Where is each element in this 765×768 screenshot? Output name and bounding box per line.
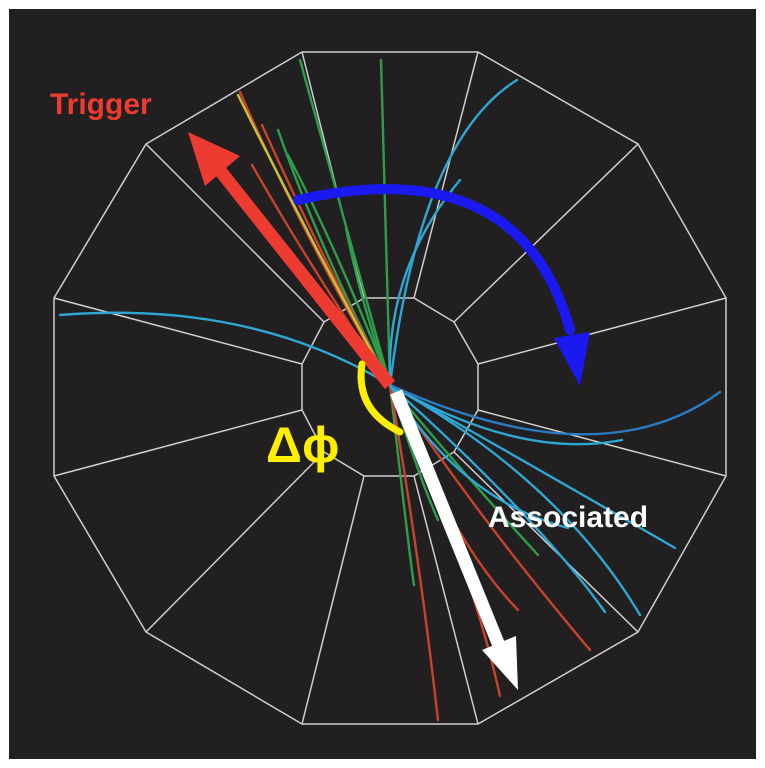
track	[388, 383, 642, 617]
associated-arrow	[389, 389, 518, 690]
track	[379, 58, 392, 387]
track	[298, 58, 392, 387]
track	[388, 178, 462, 387]
track	[286, 153, 392, 387]
trigger-arrow-head	[188, 132, 240, 186]
associated-label: Associated	[488, 501, 648, 534]
associated-arrow-shaft	[389, 389, 507, 651]
trigger-label: Trigger	[50, 88, 152, 121]
azimuth-arrow	[293, 184, 590, 386]
azimuth-arrow-shaft	[293, 184, 575, 335]
track	[236, 93, 392, 387]
particle-tracks	[58, 58, 722, 722]
associated-arrow-head	[482, 636, 518, 690]
trigger-arrow	[188, 132, 396, 390]
delta-phi-angle-mark	[357, 360, 404, 436]
detector-geometry	[53, 51, 727, 725]
trigger-arrow-shaft	[212, 163, 396, 390]
delta-phi-label: Δϕ	[266, 417, 339, 473]
azimuth-arrow-head	[554, 332, 590, 386]
track	[344, 226, 392, 387]
track	[58, 311, 392, 387]
track	[388, 78, 519, 387]
track	[388, 383, 722, 436]
track	[388, 383, 624, 446]
